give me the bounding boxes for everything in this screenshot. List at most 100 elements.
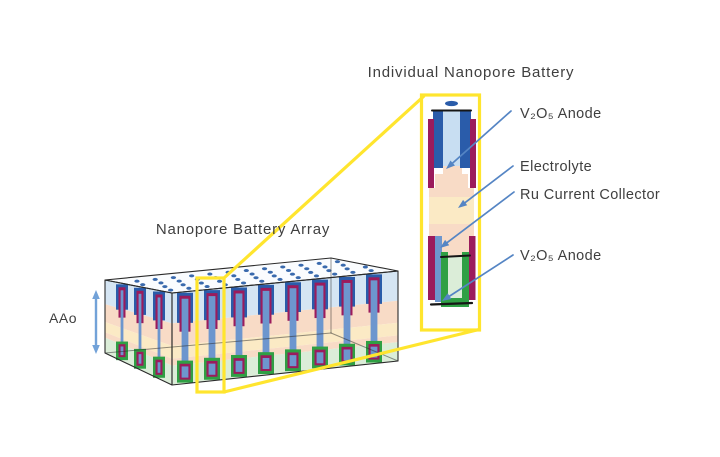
pore-opening-dot [140, 283, 146, 287]
array-title: Nanopore Battery Array [156, 221, 330, 238]
array-hidden-edge [330, 332, 399, 362]
battery-cathode-left [433, 111, 443, 168]
battery-mid-contact [440, 254, 471, 258]
arrow-v2o5-anode-bottom [448, 254, 514, 297]
pore-opening-dot [261, 267, 268, 271]
pore-channel-stem [181, 298, 189, 369]
pore-opening-dot [316, 261, 322, 265]
pore-base-core [235, 360, 243, 372]
height-dimension-arrow [92, 290, 100, 354]
pore-opening-dot [259, 279, 265, 283]
individual-battery-title: Individual Nanopore Battery [368, 64, 575, 81]
pore-base-core [157, 362, 161, 373]
pore-channel-stem [208, 296, 216, 367]
pore-opening-dot [204, 285, 210, 289]
label-electrolyte: Electrolyte [520, 159, 592, 175]
pore-opening-dot [216, 279, 223, 283]
pore-opening-dot [295, 276, 301, 280]
battery-base-interior [448, 256, 462, 300]
pore-base-core [316, 352, 324, 364]
arrow-electrolyte-head [458, 199, 468, 208]
pore-base-core [181, 366, 189, 378]
arrow-v2o5-anode-top-head [446, 160, 455, 169]
pore-opening-dot [253, 276, 259, 280]
pore-opening-dot [344, 267, 350, 271]
pore-opening-dot [280, 265, 286, 269]
array-highlight-box [195, 276, 226, 394]
pore-opening-dot [289, 272, 296, 276]
pore-channel-stem [235, 293, 243, 364]
pore-opening-dot [326, 269, 332, 273]
pore-opening-dot [162, 285, 168, 289]
pore-opening-dot [231, 274, 237, 278]
battery-pore-channel [443, 111, 461, 170]
pore-opening-dot [298, 263, 304, 267]
pore-base-core [262, 357, 270, 370]
pore-opening-dot [152, 277, 158, 281]
height-dimension-arrowhead-top [92, 290, 100, 299]
battery-channel-wall-lower [435, 236, 442, 302]
label-leader-arrows [440, 110, 515, 301]
zoom-connector-line-bottom [222, 327, 481, 394]
battery-anode-wall-left [428, 119, 434, 188]
individual-nanopore-battery-drawing [419, 93, 482, 332]
pore-opening-dot [285, 268, 292, 272]
pore-opening-dot [340, 263, 346, 267]
pore-opening-dot [271, 274, 277, 278]
arrow-v2o5-anode-top [451, 110, 512, 164]
nanopore-battery-array-drawing [104, 257, 399, 386]
pore-channel-stem [370, 280, 378, 350]
battery-pore-opening [445, 100, 458, 107]
pore-base-core [138, 354, 142, 364]
pore-opening-dot [240, 281, 247, 285]
pore-opening-dot [180, 283, 186, 287]
pore-opening-dot [158, 281, 164, 285]
pore-channel-stem [316, 285, 324, 355]
battery-electrolyte-upper [429, 166, 474, 197]
pore-opening-dot [134, 279, 140, 283]
pore-channel-stem [343, 282, 351, 352]
battery-anode-wall-right [470, 119, 476, 188]
pore-base-core [120, 346, 124, 356]
pore-opening-dot [334, 260, 341, 264]
pore-opening-dot [235, 277, 241, 281]
battery-anode-wall-left-lower [428, 236, 435, 300]
arrow-ru-current-collector-head [440, 239, 450, 248]
zoom-connector-line-top [222, 94, 426, 280]
pore-opening-dot [332, 272, 338, 276]
battery-base-wall-left [441, 252, 448, 306]
pore-opening-dot [362, 265, 368, 269]
pore-opening-dot [304, 267, 310, 271]
pore-opening-dot [243, 269, 249, 273]
array-hidden-edge [104, 332, 332, 354]
pore-base-core [370, 346, 378, 358]
battery-base-bottom [441, 298, 469, 307]
pore-base-core [289, 355, 297, 367]
pore-channel-stem [289, 288, 297, 358]
label-v2o5-anode-bottom: V₂O₅ Anode [520, 248, 602, 264]
battery-bottom-contact [429, 301, 474, 306]
pore-opening-dot [313, 274, 320, 278]
arrow-ru-current-collector [446, 191, 515, 244]
zoom-highlight-connectors [195, 94, 481, 394]
pore-opening-dot [322, 265, 328, 269]
pore-opening-dot [186, 286, 192, 290]
pore-opening-dot [207, 272, 213, 276]
pore-opening-dot [350, 270, 356, 274]
pore-opening-dot [189, 274, 195, 278]
pore-opening-dot [170, 276, 177, 280]
pore-opening-dot [168, 288, 174, 292]
height-dimension-arrowhead-bottom [92, 345, 100, 354]
battery-base-wall-right [462, 252, 469, 306]
arrow-v2o5-anode-bottom-head [442, 293, 452, 301]
array-front-face-layer [172, 322, 398, 359]
label-ru-current-collector: Ru Current Collector [520, 187, 660, 203]
pore-opening-dot [198, 281, 204, 285]
battery-anode-wall-right-lower [469, 236, 476, 300]
battery-highlight-box [419, 93, 482, 332]
pore-opening-dot [277, 277, 283, 281]
arrow-electrolyte [464, 165, 514, 204]
battery-cathode-right [460, 111, 471, 168]
